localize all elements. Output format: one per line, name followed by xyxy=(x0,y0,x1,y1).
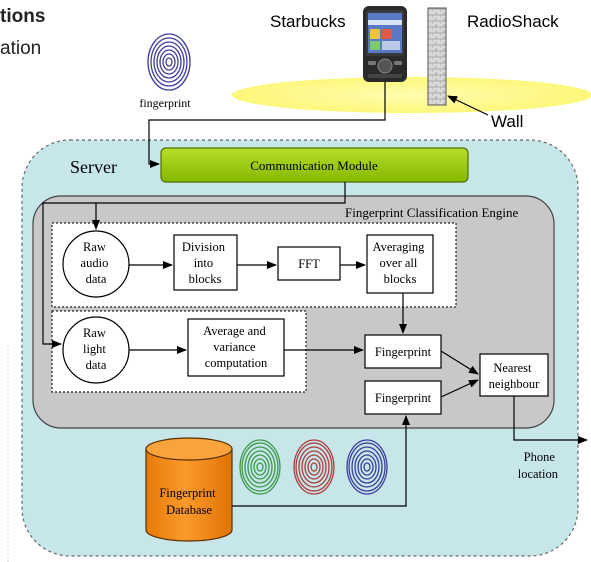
averaging-node xyxy=(366,234,434,294)
slide-subheading-fragment: ation xyxy=(0,38,42,59)
database-to-fingerprint-arrow xyxy=(232,415,410,507)
avg-var-label: Average and variance computation xyxy=(203,324,269,370)
raw-audio-label: Raw audio data xyxy=(81,240,112,286)
raw-audio-node xyxy=(62,230,130,298)
fingerprint-icon xyxy=(346,439,388,495)
phone-location-label: Phone location xyxy=(518,450,559,481)
raw-light-label: Raw light data xyxy=(83,326,109,372)
database-label: Fingerprint Database xyxy=(159,486,218,517)
comm-to-light-arrow xyxy=(42,202,96,348)
slide-heading-fragment: tions xyxy=(0,6,46,27)
store-floor xyxy=(232,77,591,113)
store-right-label: RadioShack xyxy=(467,12,559,31)
live-to-nn-arrow xyxy=(440,350,479,375)
store-left-label: Starbucks xyxy=(270,12,346,31)
wall-pointer-arrow xyxy=(447,95,489,116)
fingerprint-icon xyxy=(293,439,335,495)
fingerprint-icon xyxy=(239,439,281,495)
fingerprint-db-label: Fingerprint xyxy=(375,391,432,405)
fingerprint-icon xyxy=(147,33,191,91)
averaging-label: Averaging over all blocks xyxy=(373,240,428,286)
server-label: Server xyxy=(70,157,117,177)
division-node xyxy=(173,234,238,291)
database-icon xyxy=(145,437,233,542)
nn-to-output-arrow xyxy=(513,396,588,444)
fingerprint-caption: fingerprint xyxy=(139,96,191,110)
nearest-neighbour-label: Nearest neighbour xyxy=(489,361,541,391)
phone-to-comm-arrow xyxy=(148,82,386,168)
avg-var-node xyxy=(187,318,285,377)
fingerprint-live-node xyxy=(364,334,442,369)
fft-label: FFT xyxy=(298,257,320,271)
comm-to-audio-arrow xyxy=(92,182,346,230)
comm-module-label: Communication Module xyxy=(250,158,378,173)
engine-title: Fingerprint Classification Engine xyxy=(345,205,519,220)
fingerprint-db-node xyxy=(364,380,442,415)
phone-icon xyxy=(363,6,407,82)
wall-icon xyxy=(427,7,447,106)
communication-module xyxy=(160,147,469,183)
db-to-nn-arrow xyxy=(440,379,479,398)
wall-label: Wall xyxy=(491,112,523,131)
division-label: Division into blocks xyxy=(182,240,228,286)
fingerprint-live-label: Fingerprint xyxy=(375,345,432,359)
fft-node xyxy=(277,246,341,281)
